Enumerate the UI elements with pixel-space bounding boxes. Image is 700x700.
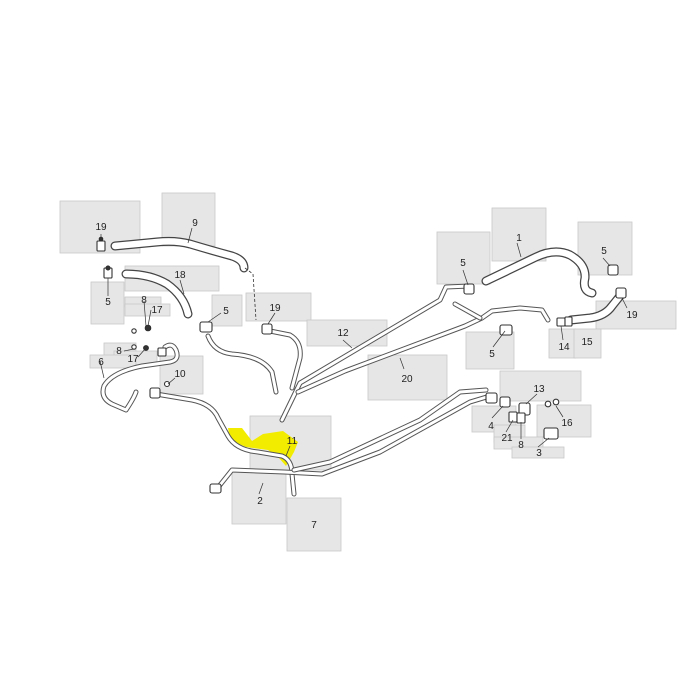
callout-label-7: 7	[311, 520, 317, 531]
callout-label-17-upper: 17	[151, 305, 163, 316]
pipe-lines	[100, 236, 625, 497]
callout-label-20: 20	[401, 374, 413, 385]
callout-label-16: 16	[561, 418, 573, 429]
callout-box-16[interactable]	[536, 404, 592, 438]
callout-box-13[interactable]	[499, 370, 582, 402]
callout-box-5-mid[interactable]	[211, 294, 243, 327]
callout-label-12: 12	[337, 328, 349, 339]
callout-label-5-top-right: 5	[460, 258, 466, 269]
callout-box-15[interactable]	[573, 328, 602, 359]
callout-label-6: 6	[98, 357, 104, 368]
callout-label-19-right: 19	[626, 310, 638, 321]
callout-box-17-upper[interactable]	[124, 303, 171, 317]
callout-label-21: 21	[501, 433, 513, 444]
callout-label-8-upper: 8	[141, 295, 147, 306]
callout-label-11: 11	[287, 436, 298, 447]
callout-label-5-far-right: 5	[601, 246, 607, 257]
callout-box-5-left[interactable]	[90, 281, 125, 325]
callout-box-7[interactable]	[286, 497, 342, 552]
callout-label-2: 2	[257, 496, 263, 507]
callout-label-13: 13	[533, 384, 545, 395]
callout-label-3: 3	[536, 448, 542, 459]
callout-box-20[interactable]	[367, 354, 448, 401]
callout-label-17-lower: 17	[127, 354, 139, 365]
callout-label-18: 18	[174, 270, 186, 281]
callout-box-14[interactable]	[548, 328, 577, 359]
callout-label-9: 9	[192, 218, 198, 229]
callout-label-15: 15	[581, 337, 593, 348]
callout-label-1: 1	[516, 233, 522, 244]
callout-label-14: 14	[558, 342, 570, 353]
callout-label-8-right: 8	[518, 440, 524, 451]
dashed-lines	[244, 267, 257, 321]
callout-label-19-mid: 19	[269, 303, 281, 314]
callout-label-5-mid: 5	[223, 306, 229, 317]
callout-label-5-left: 5	[105, 297, 111, 308]
callout-box-5-top-right[interactable]	[436, 231, 491, 285]
callout-labels: 9 19 18 5 8 17 5 19 8 17 6 10 12 20 11 2…	[95, 218, 638, 531]
callout-box-6[interactable]	[89, 354, 137, 369]
callout-box-5-lower-right[interactable]	[465, 331, 515, 370]
fittings	[96, 236, 627, 494]
callout-label-4: 4	[488, 421, 494, 432]
leader-lines	[99, 227, 628, 495]
callout-label-8-lower: 8	[116, 346, 122, 357]
callout-label-19-top-left: 19	[95, 222, 107, 233]
callout-box-19-mid[interactable]	[245, 292, 312, 322]
callout-box-2[interactable]	[231, 469, 287, 525]
callout-label-5-lower-right: 5	[489, 349, 495, 360]
callout-label-10: 10	[174, 369, 186, 380]
